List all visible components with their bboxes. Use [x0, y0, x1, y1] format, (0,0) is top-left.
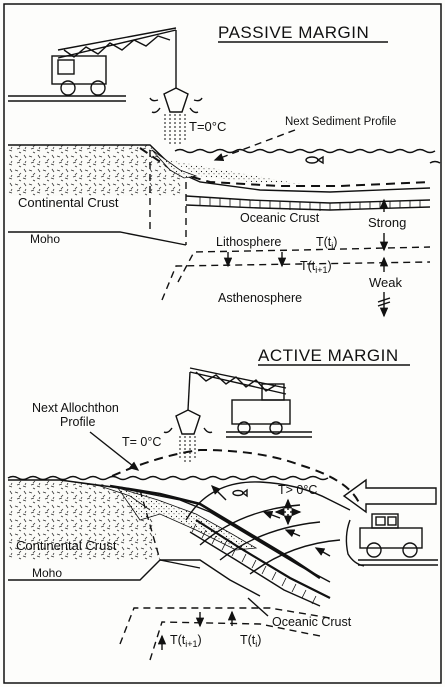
passive-continental-crust-fill — [8, 145, 186, 196]
next-sediment-arrow — [213, 129, 296, 161]
active-sea-surface — [7, 475, 329, 481]
active-hinge-line — [139, 489, 161, 561]
active-moho-line — [8, 559, 161, 581]
passive-ti1-label: T(ti+1) — [300, 259, 332, 275]
active-thrust-sediment — [109, 484, 321, 580]
fish-icon — [305, 155, 324, 165]
hot-temperature-label: T> 0°C — [278, 483, 317, 497]
accretionary-wedge-top — [185, 481, 351, 521]
passive-isotherm-ti1 — [161, 261, 431, 301]
passive-oceanic-crust-label: Oceanic Crust — [240, 211, 320, 225]
passive-isotherm-ti — [177, 246, 431, 283]
passive-sediment-wedge — [168, 160, 300, 184]
next-allochthon-label-1: Next Allochthon — [32, 401, 119, 415]
bulldozer-icon — [345, 513, 438, 567]
passive-moho-line — [8, 231, 187, 246]
subducting-slab-base — [189, 531, 321, 607]
next-sediment-profile-label: Next Sediment Profile — [285, 116, 396, 128]
passive-margin-panel: PASSIVE MARGIN T=0°C Next Sediment Profi… — [8, 23, 441, 318]
active-isotherm-ti1 — [119, 607, 331, 645]
passive-ti-label: T(ti) — [316, 235, 337, 251]
strong-label: Strong — [368, 215, 406, 230]
active-oceanic-crust-label: Oceanic Crust — [272, 615, 352, 629]
active-ti1-label: T(ti+1) — [170, 633, 202, 649]
passive-oceanic-crust-top — [185, 195, 431, 204]
next-allochthon-arrow — [89, 431, 140, 471]
active-margin-title: ACTIVE MARGIN — [258, 346, 399, 365]
active-moho-label: Moho — [32, 566, 62, 580]
active-ti-label: T(ti) — [240, 633, 261, 649]
lithosphere-label: Lithosphere — [216, 235, 281, 249]
active-margin-panel: ACTIVE MARGIN Next Allochthon Profile T=… — [7, 346, 438, 661]
crane-icon — [187, 367, 312, 438]
next-allochthon-profile-line — [111, 448, 361, 506]
sediment-bucket-icon — [163, 409, 213, 464]
active-temperature-label: T= 0°C — [122, 435, 161, 449]
passive-temperature-label: T=0°C — [189, 119, 226, 134]
push-arrow-icon — [342, 478, 437, 514]
passive-continental-top — [8, 144, 431, 193]
compass-arrows-icon — [274, 498, 302, 526]
fish-icon — [232, 488, 248, 498]
sediment-bucket-icon — [149, 87, 203, 146]
passive-continental-crust-label: Continental Crust — [18, 195, 119, 210]
active-continental-crust-fill — [8, 480, 160, 560]
weak-label: Weak — [369, 275, 402, 290]
asthenosphere-label: Asthenosphere — [218, 291, 302, 305]
passive-oceanic-crust-base — [185, 204, 431, 211]
figure-frame — [3, 3, 442, 684]
active-isotherm-ti — [149, 621, 321, 661]
passive-moho-label: Moho — [30, 232, 60, 246]
passive-margin-title: PASSIVE MARGIN — [218, 23, 369, 42]
crane-icon — [8, 27, 177, 102]
subducting-slab-top — [195, 519, 331, 599]
active-continental-crust-label: Continental Crust — [16, 538, 117, 553]
next-allochthon-label-2: Profile — [60, 415, 95, 429]
passive-sea-surface — [174, 148, 436, 154]
